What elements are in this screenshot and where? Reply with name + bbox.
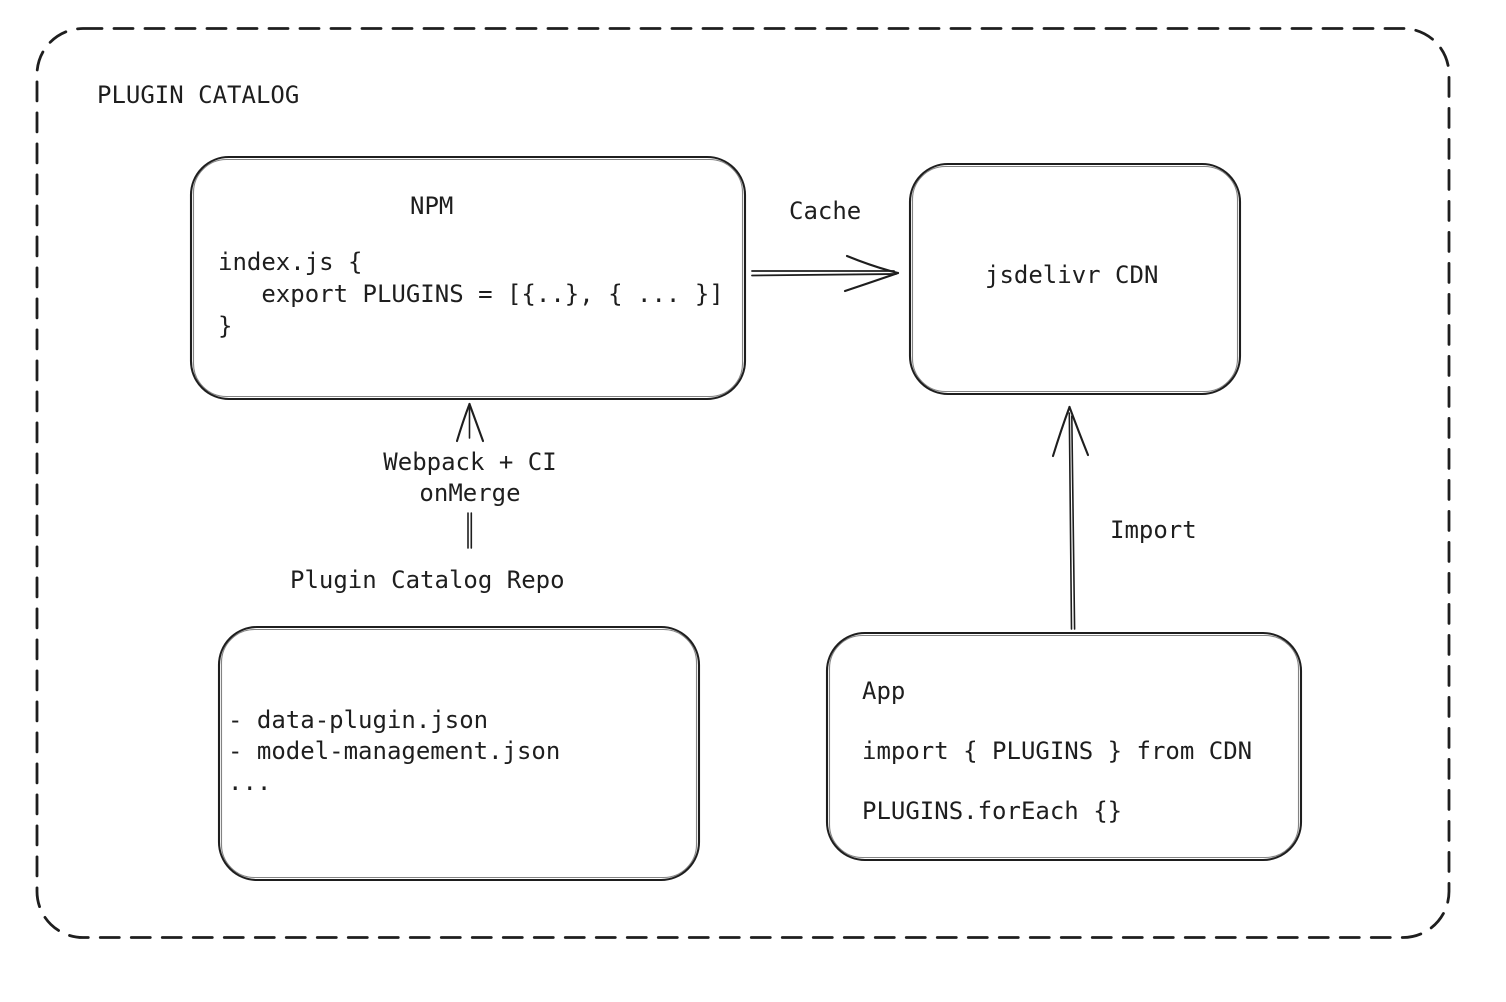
- build-arrow-label: Webpack + CI onMerge: [383, 448, 557, 507]
- npm-box-title: NPM: [410, 192, 454, 220]
- import-arrow: [1051, 405, 1090, 630]
- cache-arrow-label: Cache: [789, 197, 862, 225]
- app-box-title: App: [862, 677, 906, 705]
- npm-box-echo: [192, 158, 744, 398]
- npm-box-code: index.js { export PLUGINS = [{..}, { ...…: [218, 248, 724, 340]
- app-box: [825, 631, 1303, 862]
- plugin-catalog-frame: [35, 27, 1451, 939]
- cache-arrow: [751, 254, 900, 293]
- cdn-box-echo: [911, 165, 1239, 393]
- cdn-box-label: jsdelivr CDN: [985, 261, 1159, 289]
- repo-box-contents: - data-plugin.json - model-management.js…: [228, 706, 561, 796]
- import-arrow-label: Import: [1110, 516, 1197, 544]
- diagram-title: PLUGIN CATALOG: [97, 81, 300, 109]
- app-box-code: import { PLUGINS } from CDN PLUGINS.forE…: [862, 737, 1253, 825]
- repo-box-echo: [220, 628, 698, 879]
- npm-box: [189, 155, 747, 401]
- strokes-group: [35, 27, 1451, 939]
- cdn-box: [908, 162, 1242, 396]
- repo-box: [217, 625, 701, 882]
- app-box-echo: [828, 634, 1300, 859]
- build-arrow: [455, 402, 485, 549]
- repo-box-label: Plugin Catalog Repo: [290, 566, 565, 594]
